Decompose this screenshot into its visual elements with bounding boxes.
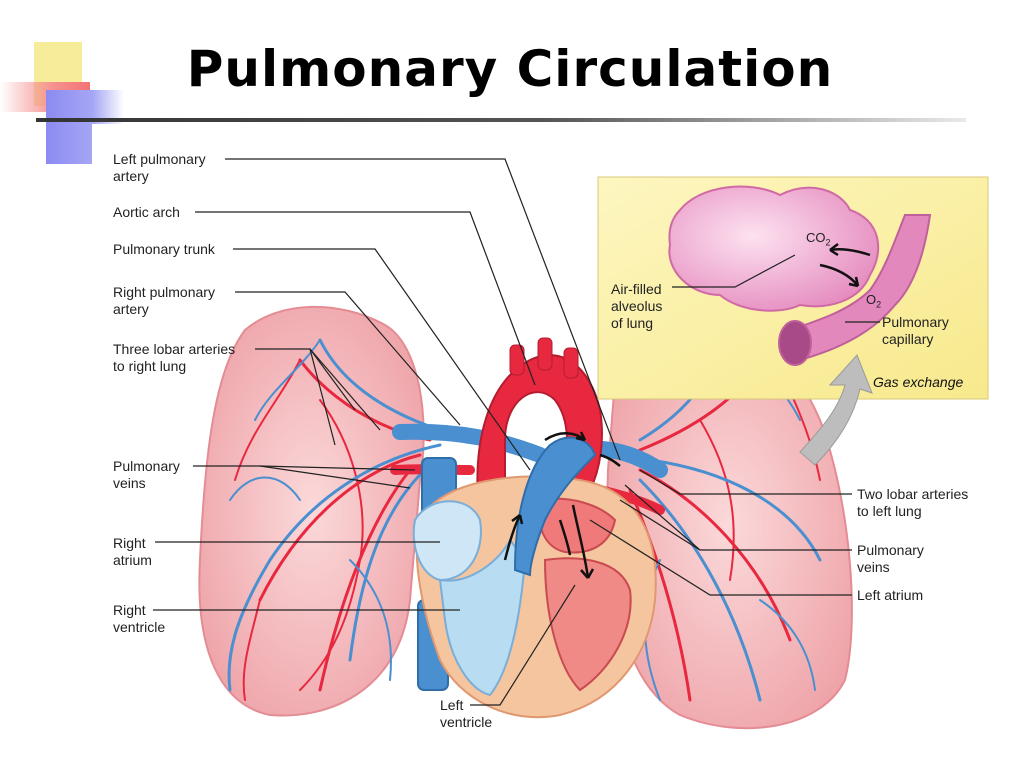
label-pulmonary-veins-right: Pulmonary veins [113, 458, 180, 491]
label-left-ventricle: Left ventricle [440, 697, 493, 730]
right-pulmonary-artery [392, 423, 548, 463]
label-left-pulmonary-artery: Left pulmonary artery [113, 151, 206, 184]
right-lung-vessels [227, 338, 442, 701]
label-o2: O2 [866, 292, 882, 310]
aortic-branch-3 [563, 347, 579, 379]
aortic-branch-1 [509, 344, 525, 376]
pulmonary-capillary [788, 214, 932, 362]
alveolus [668, 185, 880, 312]
decor-blue-mask [92, 124, 132, 164]
label-three-lobar-arteries: Three lobar arteries to right lung [113, 341, 236, 374]
label-pulmonary-trunk: Pulmonary trunk [113, 241, 215, 257]
left-ventricle [543, 557, 632, 692]
gas-exchange-pointer-arrow [799, 354, 873, 466]
label-aortic-arch: Aortic arch [113, 204, 180, 220]
label-right-atrium: Right atrium [113, 535, 152, 568]
label-gas-exchange: Gas exchange [873, 374, 964, 390]
left-lung [606, 321, 853, 730]
pulmonary-trunk [513, 436, 597, 577]
label-pulmonary-capillary: Pulmonary capillary [882, 314, 949, 347]
label-two-lobar-arteries: Two lobar arteries to left lung [857, 486, 969, 519]
capillary-opening [778, 320, 812, 366]
gas-exchange-arrows [819, 243, 871, 288]
aortic-branch-2 [537, 337, 553, 371]
right-atrium [412, 500, 482, 582]
leader-lines [153, 158, 880, 706]
title-underline [36, 118, 966, 122]
label-left-atrium: Left atrium [857, 587, 924, 603]
label-right-pulmonary-artery: Right pulmonary artery [113, 284, 215, 317]
label-pulmonary-veins-left: Pulmonary veins [857, 542, 924, 575]
label-right-ventricle: Right ventricle [113, 602, 166, 635]
page-title: Pulmonary Circulation [186, 40, 834, 98]
label-air-filled-alveolus: Air-filled alveolus of lung [611, 281, 663, 331]
right-ventricle [438, 538, 527, 697]
blood-flow-arrows [503, 431, 621, 579]
label-co2: CO2 [806, 230, 831, 248]
